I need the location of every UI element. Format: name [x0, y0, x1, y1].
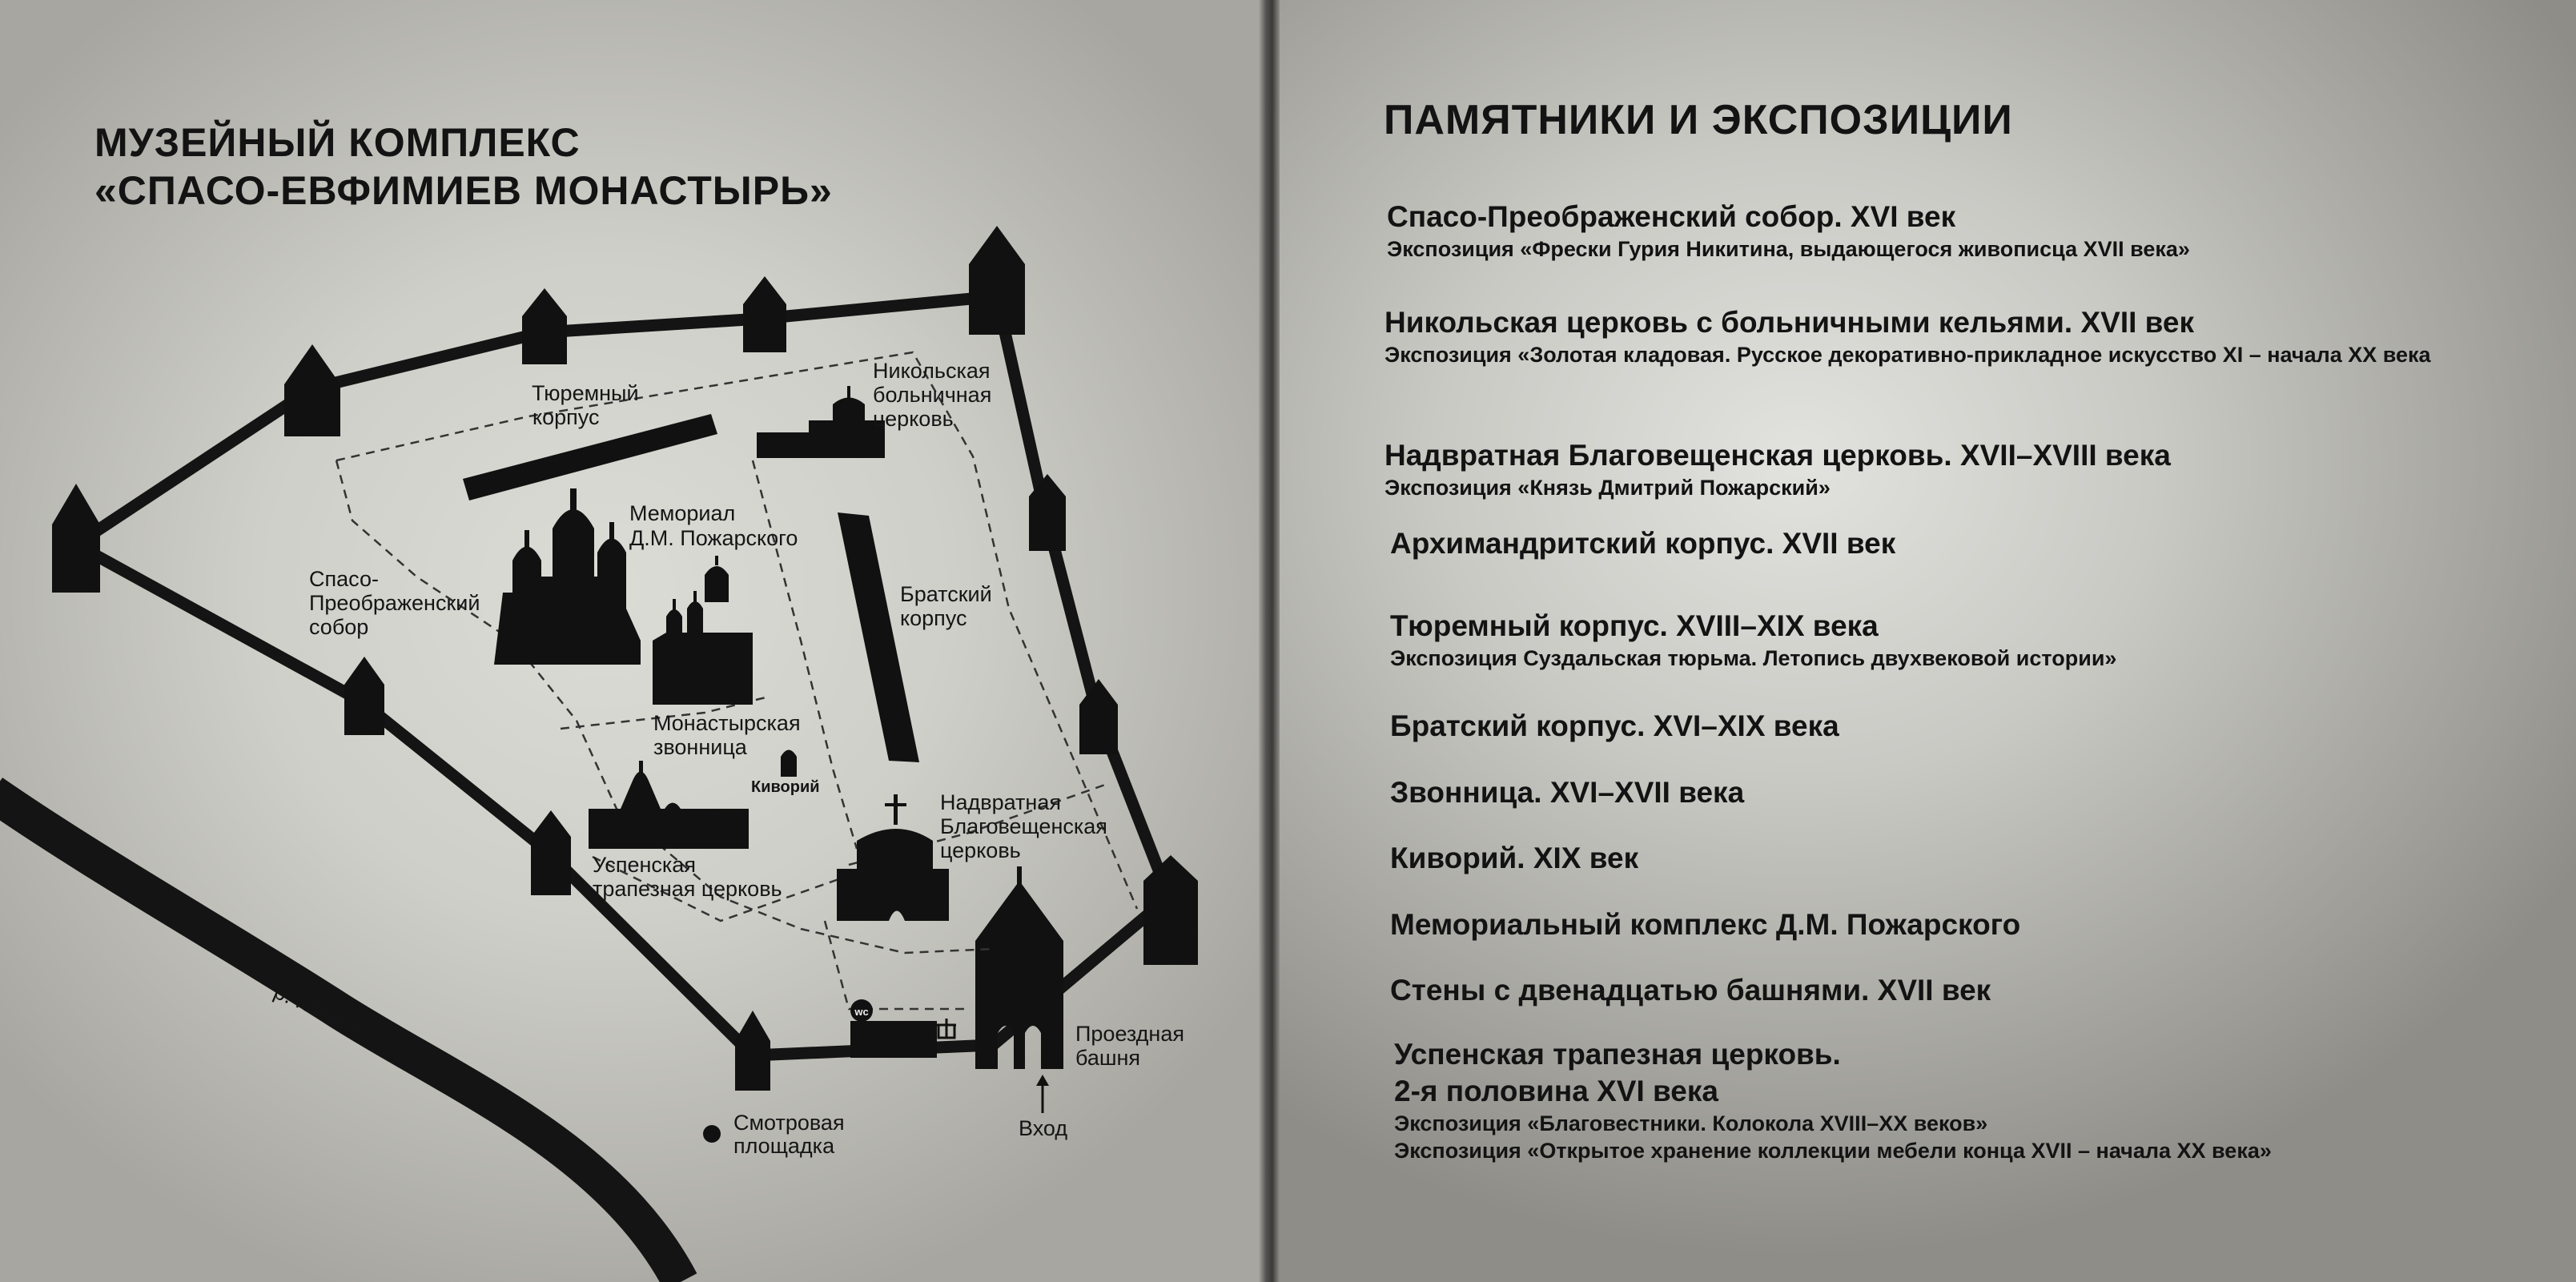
legend-item-title: Успенская трапезная церковь.	[1394, 1038, 1841, 1071]
legend-item-title: Звонница. XVI–XVII века	[1390, 776, 1745, 809]
wc-label: wc	[854, 1006, 868, 1018]
legend-item-title: Никольская церковь с больничными кельями…	[1384, 306, 2195, 339]
label-viewpoint-2: площадка	[733, 1134, 835, 1158]
tower-north-2	[743, 276, 786, 352]
legend-item-walls: Стены с двенадцатью башнями. XVII век	[1390, 972, 1991, 1009]
tower-southwest	[344, 657, 384, 735]
annunciation-gate-church	[837, 829, 949, 921]
label-nicholas-2: больничная	[873, 383, 991, 407]
legend-item-gate-church: Надвратная Благовещенская церковь. XVII–…	[1384, 437, 2171, 501]
label-gate-church-3: церковь	[940, 838, 1021, 862]
tower-east-2	[1079, 679, 1118, 754]
label-cathedral-1: Спасо-	[309, 567, 379, 591]
legend-item-title-line2: 2-я половина XVI века	[1394, 1075, 1718, 1107]
legend-item-note-line2: Экспозиция «Открытое хранение коллекции …	[1394, 1139, 2272, 1163]
label-nicholas-3: церковь	[873, 407, 954, 431]
wall-towers	[52, 226, 1198, 1091]
monastery-map: р. Каменка	[0, 226, 1198, 1282]
legend-item-cathedral: Спасо-Преображенский собор. XVI век Эксп…	[1387, 199, 2190, 263]
legend-item-title: Киворий. XIX век	[1390, 842, 1639, 874]
legend-item-prison: Тюремный корпус. XVIII–XIX века Экспозиц…	[1390, 608, 2116, 672]
label-nicholas-1: Никольская	[873, 359, 990, 383]
legend-item-title: Братский корпус. XVI–XIX века	[1390, 709, 1839, 742]
label-brothers-1: Братский	[900, 582, 992, 606]
label-memorial-2: Д.М. Пожарского	[629, 526, 798, 550]
tower-northwest	[284, 344, 340, 436]
label-gate-tower-1: Проездная	[1075, 1022, 1184, 1046]
label-prison-1: Тюремный	[532, 381, 639, 405]
legend-item-note: Экспозиция «Князь Дмитрий Пожарский»	[1384, 476, 1831, 500]
wc-marker	[850, 999, 873, 1022]
map-title-line1: МУЗЕЙНЫЙ КОМПЛЕКС	[94, 120, 581, 165]
label-refectory-1: Успенская	[593, 853, 696, 877]
label-belfry-2: звонница	[653, 735, 748, 759]
legend-item-note: Экспозиция «Благовестники. Колокола XVII…	[1394, 1111, 1988, 1135]
river-kamenka	[0, 778, 697, 1282]
brothers-building	[838, 512, 919, 762]
legend-item-title: Мемориальный комплекс Д.М. Пожарского	[1390, 908, 2021, 941]
viewpoint-marker	[703, 1125, 721, 1143]
legend-item-nicholas-church: Никольская церковь с больничными кельями…	[1384, 304, 2474, 368]
tower-northeast	[969, 226, 1025, 335]
legend-item-title: Архимандритский корпус. XVII век	[1390, 527, 1896, 560]
label-entrance: Вход	[1019, 1116, 1067, 1140]
label-viewpoint-1: Смотровая	[733, 1111, 845, 1135]
belfry	[653, 601, 753, 705]
map-title: МУЗЕЙНЫЙ КОМПЛЕКС «СПАСО-ЕВФИМИЕВ МОНАСТ…	[94, 119, 833, 215]
legend-item-note: Экспозиция «Золотая кладовая. Русское де…	[1384, 343, 2431, 367]
tower-south-1	[531, 810, 571, 895]
legend-item-title: Надвратная Благовещенская церковь. XVII–…	[1384, 439, 2171, 472]
legend-item-archimandrite: Архимандритский корпус. XVII век	[1390, 525, 1895, 562]
tower-west	[52, 484, 100, 593]
label-prison-2: корпус	[532, 405, 599, 429]
tower-east-1	[1029, 474, 1066, 551]
label-gate-tower-2: башня	[1075, 1046, 1140, 1070]
legend-item-belfry: Звонница. XVI–XVII века	[1390, 774, 1744, 811]
entrance-arrow-icon	[1036, 1075, 1049, 1113]
label-ciborium: Киворий	[751, 778, 820, 796]
legend-item-title: Тюремный корпус. XVIII–XIX века	[1390, 609, 1879, 642]
legend-item-note: Экспозиция «Фрески Гурия Никитина, выдаю…	[1387, 237, 2190, 261]
ciborium-chapel	[781, 750, 797, 777]
label-cathedral-3: собор	[309, 615, 368, 639]
legend-item-title: Стены с двенадцатью башнями. XVII век	[1390, 974, 1991, 1007]
label-belfry-1: Монастырская	[653, 711, 801, 735]
inner-paths	[335, 351, 1139, 1011]
label-brothers-2: корпус	[900, 606, 967, 630]
nicholas-church	[757, 397, 885, 458]
legend-item-memorial: Мемориальный комплекс Д.М. Пожарского	[1390, 906, 2020, 943]
gift-icon	[937, 1019, 956, 1039]
label-memorial-1: Мемориал	[629, 501, 735, 525]
tower-north-1	[522, 288, 567, 364]
legend-title: ПАМЯТНИКИ И ЭКСПОЗИЦИИ	[1384, 97, 2013, 143]
refectory-church	[589, 771, 749, 849]
label-gate-church-2: Благовещенская	[940, 814, 1107, 838]
label-gate-church-1: Надвратная	[940, 790, 1061, 814]
legend-item-ciborium: Киворий. XIX век	[1390, 840, 1638, 877]
service-building	[850, 1021, 937, 1058]
label-refectory-2: трапезная церковь	[593, 877, 782, 901]
transfiguration-cathedral	[494, 509, 641, 665]
gate-tower	[975, 881, 1063, 1069]
label-cathedral-2: Преображенский	[309, 591, 480, 615]
legend-item-refectory: Успенская трапезная церковь. 2-я половин…	[1394, 1036, 2272, 1164]
map-labels: Тюремный корпус Никольская больничная це…	[309, 359, 1184, 1158]
panel-divider	[1259, 0, 1280, 1282]
tower-southeast	[1143, 855, 1198, 965]
legend-item-title: Спасо-Преображенский собор. XVI век	[1387, 200, 1956, 233]
legend-panel	[1280, 0, 2576, 1282]
legend-item-brothers: Братский корпус. XVI–XIX века	[1390, 708, 1839, 745]
buildings	[463, 386, 949, 1058]
tower-south-2	[735, 1011, 770, 1091]
prison-building	[463, 414, 717, 500]
memorial-chapel	[705, 566, 729, 602]
legend-item-note: Экспозиция Суздальская тюрьма. Летопись …	[1390, 646, 2117, 670]
map-title-line2: «СПАСО-ЕВФИМИЕВ МОНАСТЫРЬ»	[94, 168, 833, 213]
